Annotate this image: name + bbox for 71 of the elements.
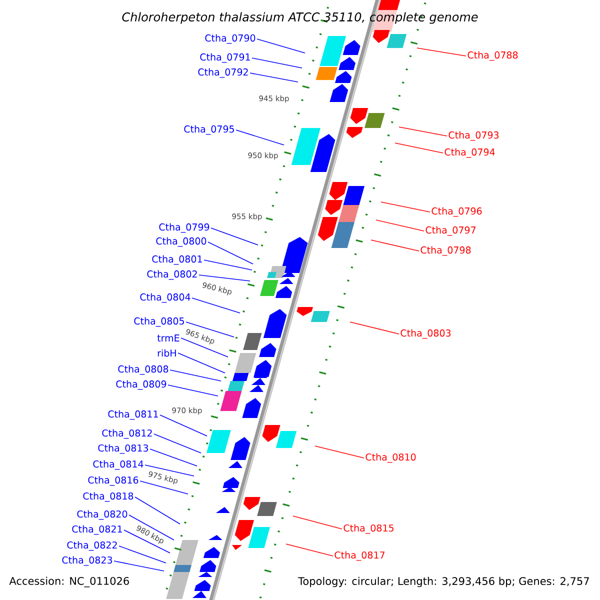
leader-line	[252, 58, 302, 68]
gene-label: Ctha_0801	[152, 255, 202, 265]
leader-line	[134, 496, 180, 524]
leader-line	[180, 338, 228, 358]
leader-line	[256, 38, 306, 54]
leader-line	[394, 142, 444, 154]
leader-line	[124, 530, 170, 554]
gene-label: Ctha_0812	[102, 429, 152, 439]
gene-label: Ctha_0810	[366, 453, 416, 463]
gene-label: Ctha_0816	[88, 476, 138, 486]
leader-line	[376, 220, 424, 232]
gene-label: Ctha_0823	[62, 556, 112, 566]
leader-line	[204, 260, 252, 270]
leader-line	[114, 560, 164, 572]
gene-label: Ctha_0814	[93, 460, 144, 470]
leader-line	[118, 546, 166, 564]
gene-label: Ctha_0798	[420, 246, 471, 256]
gene-label: Ctha_0818	[83, 492, 134, 502]
gene-label: Ctha_0811	[108, 410, 158, 420]
leader-line	[140, 480, 188, 494]
leader-line	[168, 384, 218, 396]
gene-label: Ctha_0813	[98, 444, 148, 454]
gene-label: Ctha_0822	[67, 541, 117, 551]
leader-line	[178, 352, 226, 374]
gene-label: Ctha_0799	[159, 223, 210, 233]
gene-label: Ctha_0809	[116, 380, 166, 390]
gene-label: Ctha_0805	[134, 317, 184, 327]
leader-line	[170, 370, 222, 382]
leader-line	[236, 130, 284, 146]
leader-line	[210, 228, 258, 246]
gene-label: Ctha_0803	[400, 329, 451, 339]
gene-label: Ctha_0817	[334, 551, 385, 561]
gene-label: Ctha_0791	[200, 53, 250, 63]
gene-label: Ctha_0804	[140, 293, 190, 303]
gene-label: Ctha_0802	[147, 270, 197, 280]
leader-line	[192, 298, 240, 314]
gene-label: Ctha_0796	[432, 207, 482, 217]
gene-label: Ctha_0793	[448, 131, 499, 141]
leader-line	[350, 322, 400, 334]
leader-line	[314, 446, 364, 458]
leader-line	[370, 240, 420, 252]
leader-line	[144, 464, 194, 476]
gene-label: Ctha_0815	[344, 524, 394, 534]
leader-line	[154, 434, 202, 454]
gene-label: Ctha_0794	[444, 148, 495, 158]
leader-line	[398, 126, 448, 136]
leader-line	[292, 516, 342, 530]
leader-line	[380, 202, 430, 212]
gene-label: Ctha_0800	[156, 237, 206, 247]
gene-label: Ctha_0792	[198, 68, 248, 78]
genome-stats-text: Topology: circular; Length: 3,293,456 bp; Genes: 2,757	[298, 576, 589, 588]
gene-label: Ctha_0788	[468, 51, 518, 61]
accession-text: Accession: NC_011026	[9, 576, 129, 588]
leader-line	[250, 72, 298, 82]
leader-line	[198, 274, 250, 282]
leader-line	[208, 242, 254, 264]
leader-line	[416, 48, 466, 56]
gene-label: Ctha_0808	[118, 365, 168, 375]
leader-line	[160, 414, 208, 436]
leader-line	[186, 322, 234, 338]
gene-label: trmE	[157, 334, 180, 342]
gene-label: Ctha_0820	[77, 510, 128, 520]
gene-label: Ctha_0797	[426, 226, 476, 236]
gene-label: ribH	[158, 349, 176, 357]
leader-line	[150, 448, 198, 466]
gene-label: Ctha_0821	[72, 525, 122, 535]
leader-line	[128, 514, 174, 540]
gene-label: Ctha_0795	[184, 125, 234, 135]
leader-line	[286, 544, 334, 556]
title: Chloroherpeton thalassium ATCC 35110, complete genome	[122, 12, 478, 24]
gene-label: Ctha_0790	[205, 34, 256, 44]
